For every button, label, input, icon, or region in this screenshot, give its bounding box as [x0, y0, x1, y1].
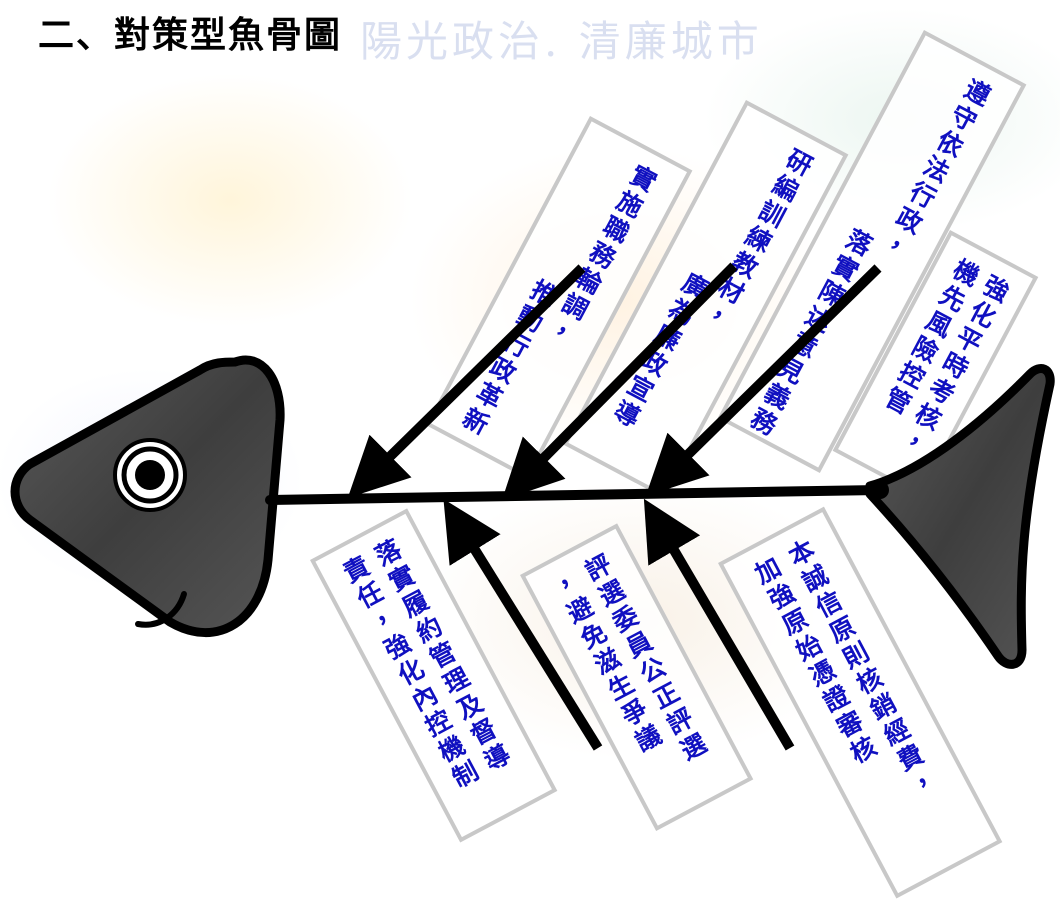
fish-eye-ring	[121, 446, 179, 504]
fish-tail	[865, 364, 1055, 669]
page-title: 二、對策型魚骨圖	[38, 14, 343, 56]
spine	[265, 485, 885, 505]
bone-top-2	[501, 262, 738, 501]
bone-bottom-1	[443, 499, 603, 751]
background-slogan: 陽光政治. 清廉城市	[360, 17, 763, 66]
bone-top-3	[645, 264, 882, 497]
fish-eye-pupil	[135, 460, 165, 490]
fish-mouth	[135, 591, 187, 628]
bone-top-1	[347, 264, 586, 499]
bone-bottom-2	[643, 498, 795, 751]
